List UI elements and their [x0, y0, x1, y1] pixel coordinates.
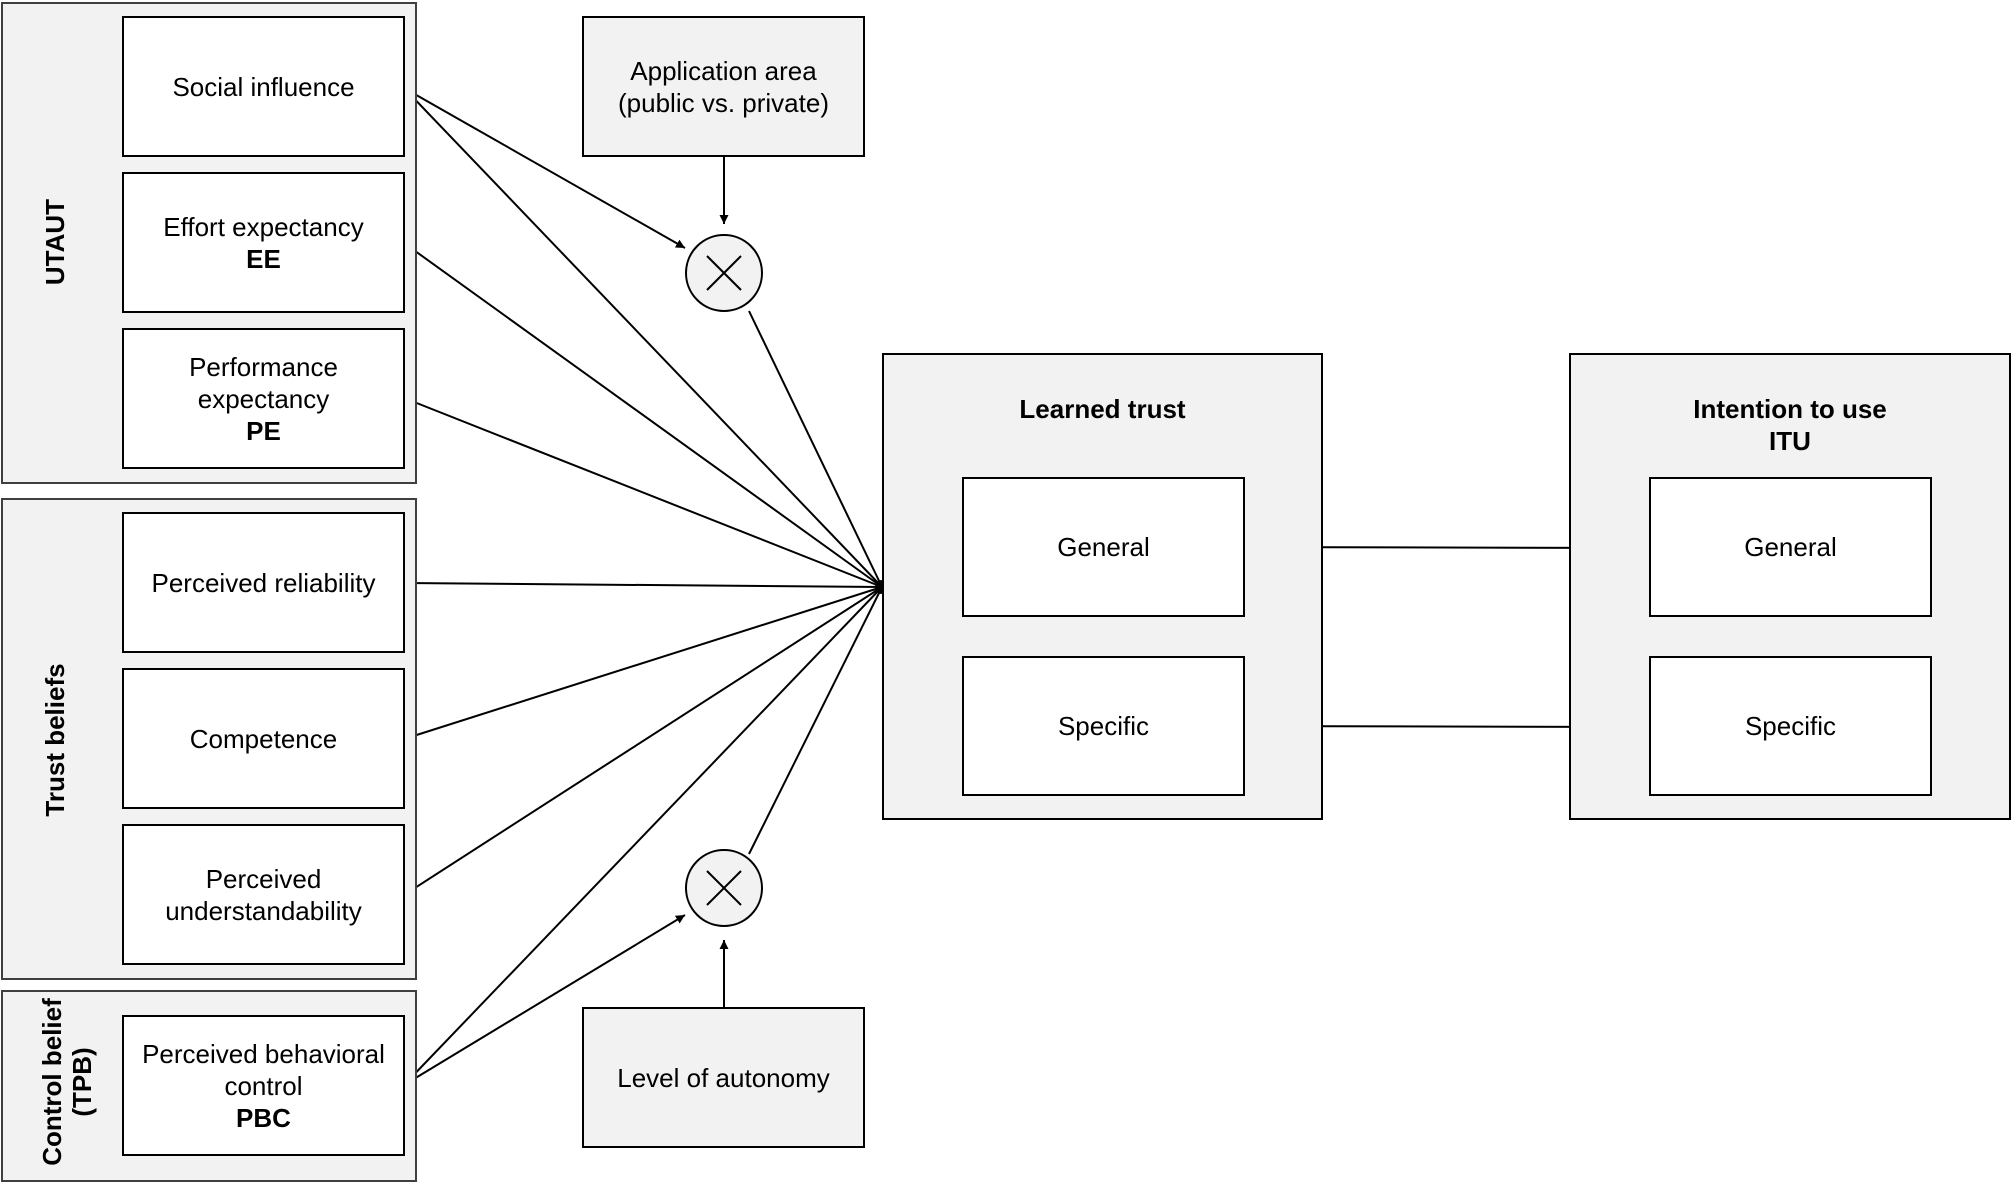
- group-label-utaut: UTAUT: [40, 198, 70, 286]
- line-perceived-understandability-hub: [403, 586, 883, 896]
- box-learned-trust-specific: Specific: [962, 656, 1245, 796]
- box-effort-expectancy: Effort expectancy EE: [122, 172, 405, 313]
- box-learned-trust-general: General: [962, 477, 1245, 617]
- line-performance-expectancy-hub: [403, 397, 883, 588]
- box-competence: Competence: [122, 668, 405, 809]
- box-perceived-understandability: Perceived understandability: [122, 824, 405, 965]
- intention-to-use-title: Intention to use ITU: [1693, 394, 1887, 456]
- line-perceived-reliability-hub: [403, 582, 883, 588]
- multiply-circle-icon: [685, 234, 763, 312]
- multiply-circle-icon: [685, 849, 763, 927]
- arrow-social-influence-moderator: [403, 87, 686, 249]
- box-itu-general: General: [1649, 477, 1932, 617]
- box-perceived-reliability: Perceived reliability: [122, 512, 405, 653]
- box-social-influence: Social influence: [122, 16, 405, 157]
- box-performance-expectancy: Performance expectancy PE: [122, 328, 405, 469]
- line-competence-hub: [403, 586, 883, 740]
- group-label-control-belief: Control belief (TPB): [37, 998, 97, 1166]
- line-effort-expectancy-hub: [403, 242, 883, 588]
- line-social-influence-hub: [403, 87, 883, 588]
- box-level-of-autonomy: Level of autonomy: [582, 1007, 865, 1148]
- box-itu-specific: Specific: [1649, 656, 1932, 796]
- line-pbc-hub: [403, 586, 883, 1086]
- line-moderator-top-hub: [748, 310, 883, 588]
- group-label-trust-beliefs: Trust beliefs: [40, 663, 70, 817]
- line-moderator-bottom-hub: [748, 586, 883, 855]
- box-perceived-behavioral-control: Perceived behavioral control PBC: [122, 1015, 405, 1156]
- arrow-pbc-moderator: [403, 914, 686, 1086]
- box-application-area: Application area (public vs. private): [582, 16, 865, 157]
- learned-trust-title: Learned trust: [1019, 394, 1186, 424]
